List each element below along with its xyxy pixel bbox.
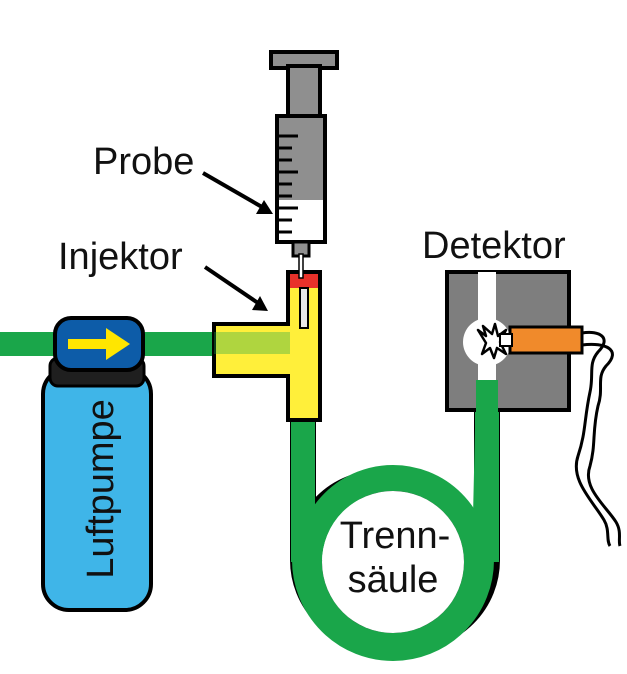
- septum: [290, 274, 318, 288]
- arrow-right-icon: [68, 328, 130, 360]
- injector-channel: [214, 332, 290, 354]
- injector: [212, 270, 322, 422]
- detector-wires: [574, 330, 622, 547]
- barrel-scale: [279, 134, 298, 234]
- injektor-label: Injektor: [58, 236, 183, 278]
- plunger-rod: [286, 64, 322, 120]
- detektor-label: Detektor: [422, 225, 566, 267]
- injektor-leader-arrow: [203, 265, 268, 311]
- syringe: [269, 50, 339, 279]
- electrode-sleeve: [508, 325, 584, 355]
- detector: [445, 270, 622, 547]
- needle: [298, 253, 304, 279]
- trennsaeule-label-line2: säule: [348, 559, 439, 601]
- column-tubing: [290, 380, 500, 661]
- pump-label: Luftpumpe: [80, 399, 122, 579]
- probe-label: Probe: [93, 141, 194, 183]
- air-pump: Luftpumpe: [41, 316, 153, 612]
- trennsaeule-label-line1: Trenn-: [340, 515, 451, 557]
- probe-leader-arrow: [202, 171, 273, 214]
- injector-body: [212, 270, 322, 422]
